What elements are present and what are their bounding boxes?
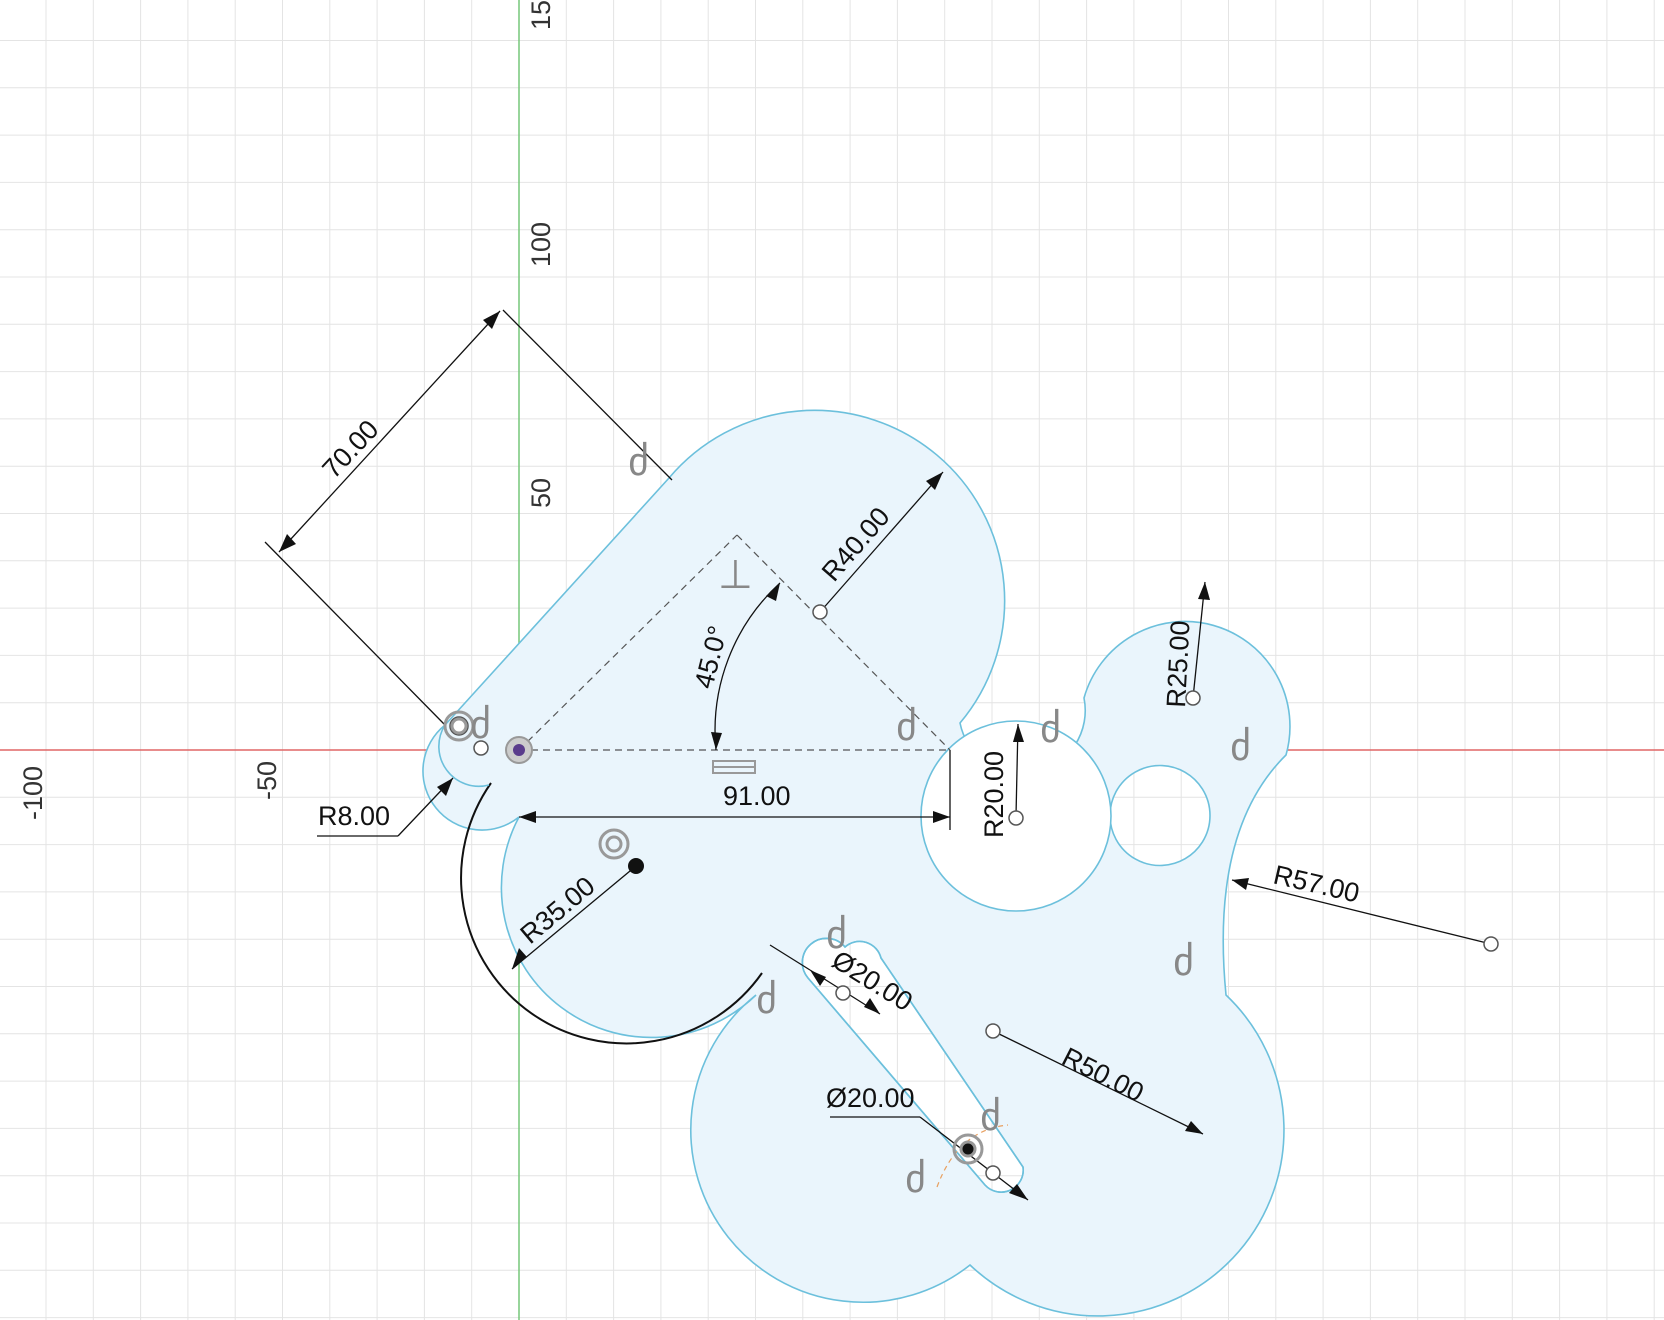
sketch-point [985,1165,1001,1181]
sketch-point [473,740,489,756]
tangent-constraints[interactable]: ძ ძ ძ ძ ძ ძ ძ ძ ძ ძ ⊥ [470,440,1251,1201]
sketch-point [1185,690,1201,706]
sketch-point [812,604,828,620]
sketch-point [1008,810,1024,826]
sketch-point [985,1023,1001,1039]
dim-r8: R8.00 [318,801,390,831]
concentric-icon [443,710,475,742]
slot-outline[interactable] [801,937,1025,1193]
tangent-icon: ძ [905,1157,926,1201]
construction-lines [518,534,1009,1188]
center-point-r35[interactable] [628,858,644,874]
tangent-icon: ძ [1173,940,1194,984]
axis-label-neg100: -100 [18,766,48,820]
dimension-arrows [279,311,1249,1200]
concentric-icon [952,1133,984,1165]
dim-r20: R20.00 [979,751,1009,838]
construction-arc-orange [936,1124,1009,1188]
sketch-point [1483,936,1499,952]
axis-label-neg50: -50 [252,761,282,800]
arc-r8[interactable] [438,724,490,788]
concentric-constraints[interactable] [443,710,984,1165]
perpendicular-icon: ⊥ [718,553,753,597]
arc-r35[interactable] [460,782,763,1045]
construction-diagonal-right [736,534,951,751]
sketch-point [835,985,851,1001]
construction-diagonal-left [518,534,738,751]
dim-dia20-lower: Ø20.00 [826,1083,915,1113]
tangent-icon: ძ [756,978,777,1022]
origin-point-center [513,744,525,756]
tangent-icon: ძ [826,913,847,957]
axis-label-150: 15 [526,0,556,30]
sketch-points[interactable] [449,604,1499,1181]
tangent-icon: ძ [1040,707,1061,751]
tangent-icon: ძ [980,1095,1001,1139]
tangent-icon: ძ [1230,725,1251,769]
tangent-icon: ძ [470,703,491,747]
dimension-geometry [264,309,1492,1201]
axis-label-50: 50 [526,478,556,508]
tangent-icon: ძ [628,440,649,484]
axis-label-100: 100 [526,222,556,267]
horizontal-constraint-icon[interactable] [712,760,756,774]
dim-91: 91.00 [723,781,791,811]
concentric-icon [598,828,630,860]
dim-r25: R25.00 [1161,620,1196,709]
tangent-icon: ძ [896,705,917,749]
